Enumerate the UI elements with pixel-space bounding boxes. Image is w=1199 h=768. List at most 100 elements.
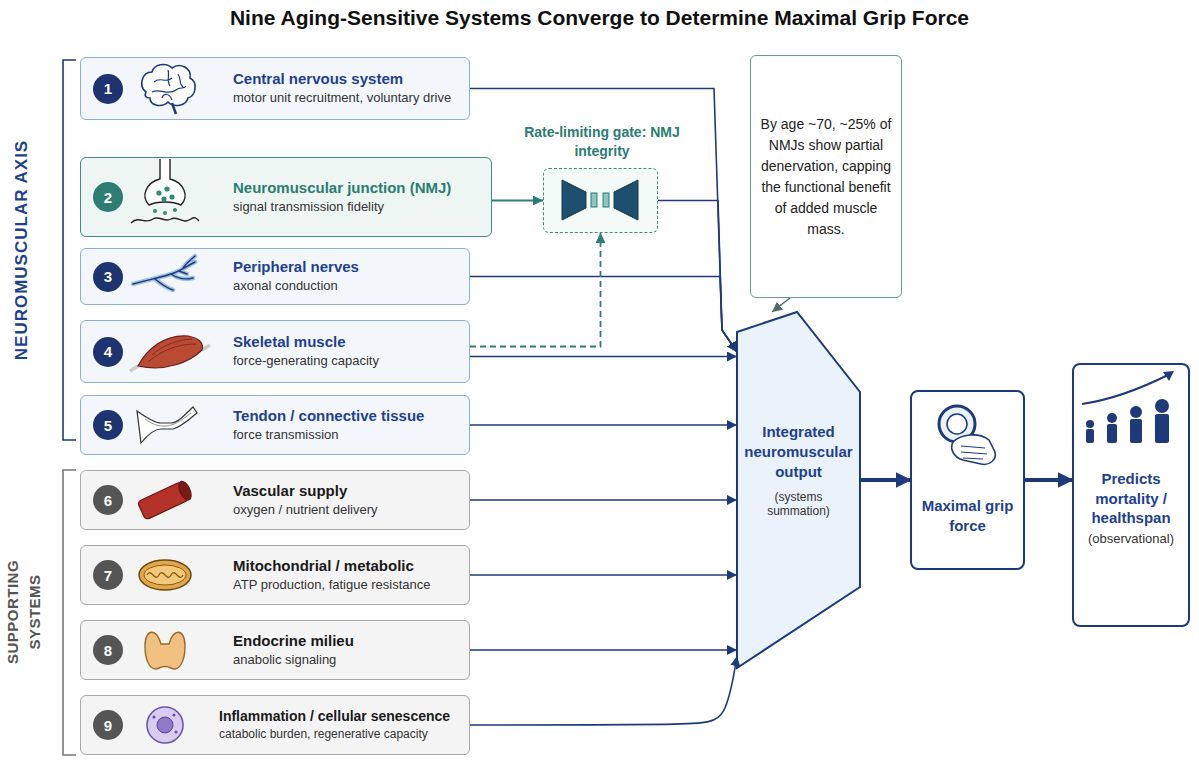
nmj-icon bbox=[131, 159, 199, 223]
muscle-icon bbox=[130, 336, 210, 371]
nerve-icon bbox=[133, 256, 195, 290]
thyroid-icon bbox=[145, 632, 185, 669]
grip-icon bbox=[961, 446, 987, 459]
population-icon bbox=[1082, 374, 1170, 404]
gate-icon bbox=[562, 180, 586, 220]
node-subtext: (observational) bbox=[1088, 531, 1174, 546]
cell-icon bbox=[152, 715, 155, 718]
integration-funnel: Integrated neuromuscular output(systems … bbox=[737, 312, 860, 668]
population-icon bbox=[1163, 371, 1174, 381]
system-box: Peripheral nerves axonal conduction 3 bbox=[80, 248, 470, 305]
outcome-box: Predicts mortality / healthspan(observat… bbox=[1072, 363, 1190, 627]
population-icon bbox=[1155, 414, 1169, 443]
system-box: Tendon / connective tissueforce transmis… bbox=[80, 395, 470, 455]
group-bracket bbox=[63, 470, 76, 755]
connector-arrow bbox=[470, 89, 737, 353]
connector-arrow bbox=[470, 499, 737, 501]
tendon-icon bbox=[137, 407, 197, 443]
cell-icon bbox=[147, 707, 183, 743]
nmj-icon bbox=[173, 208, 177, 212]
callout-number: 2 bbox=[93, 182, 123, 212]
node-subtext: axonal conduction bbox=[233, 278, 461, 295]
muscle-icon bbox=[130, 345, 210, 371]
node-heading: Inflammation / cellular senescence bbox=[219, 708, 461, 724]
callout-number: 7 bbox=[93, 560, 123, 590]
group-label: NEUROMUSCULAR AXIS bbox=[11, 100, 33, 400]
node-heading: Central nervous system bbox=[233, 70, 461, 87]
nmj-icon bbox=[156, 190, 161, 195]
mitochondrion-icon bbox=[139, 560, 191, 590]
population-icon bbox=[1086, 420, 1094, 428]
population-icon bbox=[1155, 399, 1169, 413]
node-heading: 7 bbox=[104, 567, 112, 584]
vessel-icon bbox=[176, 480, 194, 502]
grip-icon bbox=[947, 414, 967, 434]
system-box: Vascular supplyoxygen / nutrient deliver… bbox=[80, 470, 470, 530]
note-box: By age ~70, ~25% of NMJs show partial de… bbox=[750, 55, 902, 298]
brain-icon bbox=[142, 65, 195, 106]
population-icon bbox=[1130, 406, 1142, 418]
node-subtext: anabolic signaling bbox=[233, 652, 461, 669]
node-heading: Mitochondrial / metabolic bbox=[233, 557, 461, 574]
gate-icon bbox=[591, 193, 597, 207]
node-heading: 2 bbox=[104, 189, 112, 206]
grip-icon bbox=[952, 435, 996, 464]
population-icon bbox=[1082, 371, 1174, 443]
mitochondrion-icon bbox=[139, 560, 191, 590]
connector-arrow bbox=[470, 574, 737, 576]
node-heading: By age ~70, ~25% of NMJs show partial de… bbox=[759, 114, 893, 240]
connector-arrow bbox=[492, 200, 543, 202]
grip-icon bbox=[939, 406, 975, 442]
group-label: SUPPORTING SYSTEMS bbox=[2, 547, 46, 677]
mitochondrion-icon bbox=[147, 573, 183, 578]
callout-number: 9 bbox=[93, 710, 123, 740]
node-heading: 6 bbox=[104, 492, 112, 509]
muscle-icon bbox=[138, 336, 202, 368]
system-box: Endocrine milieu anabolic signaling 8 bbox=[80, 620, 470, 680]
node-subtext: (systems summation) bbox=[743, 490, 854, 518]
connector-arrow bbox=[470, 233, 601, 347]
nmj-icon bbox=[153, 209, 157, 213]
cell-icon bbox=[157, 717, 173, 733]
node-heading: 3 bbox=[104, 268, 112, 285]
connector-arrow bbox=[470, 356, 737, 358]
node-heading: Peripheral nerves bbox=[233, 258, 461, 275]
connector-arrow bbox=[470, 656, 737, 725]
callout-number: 5 bbox=[93, 410, 123, 440]
grip-icon bbox=[969, 438, 981, 452]
cell-icon bbox=[147, 707, 183, 743]
node-heading: Vascular supply bbox=[233, 482, 461, 499]
callout-number: 6 bbox=[93, 485, 123, 515]
node-heading: Tendon / connective tissue bbox=[233, 407, 461, 424]
node-subtext: motor unit recruitment, voluntary drive bbox=[233, 90, 461, 107]
connector-arrow bbox=[470, 649, 737, 651]
node-subtext: signal transmission fidelity bbox=[233, 199, 483, 216]
population-icon bbox=[1086, 429, 1094, 443]
system-box: Neuromuscular junction (NMJ)signal trans… bbox=[80, 157, 492, 237]
brain-icon bbox=[172, 103, 176, 114]
nmj-icon bbox=[163, 211, 167, 215]
node-heading: 4 bbox=[104, 343, 112, 360]
node-subtext: catabolic burden, regenerative capacity bbox=[219, 727, 461, 743]
gate-box: Rate-limiting gate: NMJ integrity bbox=[543, 168, 658, 233]
connector-arrow bbox=[470, 277, 737, 353]
thyroid-icon bbox=[145, 632, 185, 669]
tendon-icon bbox=[145, 413, 191, 426]
node-heading: 8 bbox=[104, 642, 112, 659]
group-bracket bbox=[63, 60, 76, 440]
mitochondrion-icon bbox=[144, 565, 186, 585]
funnel-shape bbox=[737, 312, 860, 668]
node-heading: Endocrine milieu bbox=[233, 632, 461, 649]
funnel-outline bbox=[737, 312, 860, 668]
system-box: Mitochondrial / metabolicATP production,… bbox=[80, 545, 470, 605]
system-box: Skeletal muscleforce-generating capacity… bbox=[80, 320, 470, 383]
node-heading: Maximal grip force bbox=[918, 496, 1017, 535]
connector-arrow bbox=[860, 478, 910, 482]
nmj-icon bbox=[145, 159, 185, 205]
cell-icon bbox=[172, 713, 175, 716]
cell-icon bbox=[174, 730, 177, 733]
nmj-icon bbox=[164, 186, 169, 191]
callout-number: 4 bbox=[93, 337, 123, 367]
